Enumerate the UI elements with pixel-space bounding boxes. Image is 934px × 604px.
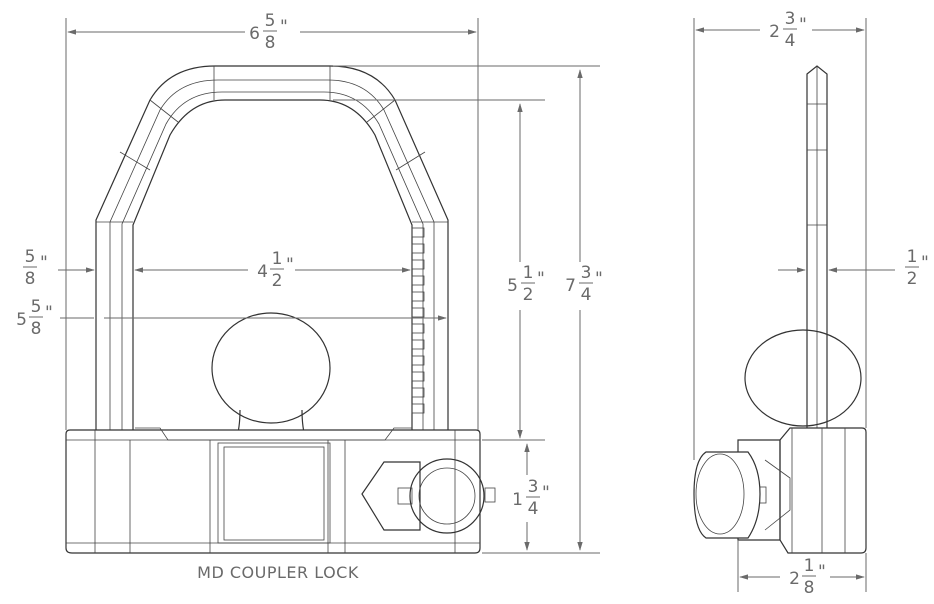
svg-text:4: 4 (581, 285, 592, 305)
dim-overall-height: 7 3 4 " (565, 263, 603, 305)
dim-outer-span: 5 5 8 " (16, 297, 53, 339)
front-view (65, 65, 496, 554)
svg-text:8: 8 (804, 578, 815, 598)
svg-text:3: 3 (528, 477, 539, 497)
svg-text:8: 8 (31, 319, 42, 339)
svg-text:1: 1 (523, 263, 534, 283)
svg-text:": " (799, 15, 807, 35)
svg-text:2: 2 (769, 22, 780, 42)
svg-text:8: 8 (265, 33, 276, 53)
dim-body-height: 1 3 4 " (512, 477, 550, 519)
svg-text:1: 1 (907, 247, 918, 267)
svg-text:": " (595, 269, 603, 289)
svg-text:2: 2 (907, 269, 918, 289)
front-dimensions (58, 18, 600, 554)
dim-side-thick: 1 2 " (905, 247, 929, 289)
svg-text:3: 3 (785, 9, 796, 29)
hitch-ball (211, 312, 331, 441)
svg-text:5: 5 (265, 11, 276, 31)
svg-text:4: 4 (528, 499, 539, 519)
dim-inner-span: 4 1 2 " (257, 249, 294, 291)
dim-overall-width: 6 5 8 " (249, 11, 288, 53)
svg-text:1: 1 (512, 490, 523, 510)
dim-side-width: 2 3 4 " (769, 9, 807, 51)
svg-text:": " (40, 253, 48, 273)
svg-text:8: 8 (25, 269, 36, 289)
svg-text:6: 6 (249, 24, 260, 44)
svg-text:1: 1 (804, 556, 815, 576)
svg-text:": " (542, 483, 550, 503)
svg-text:5: 5 (31, 297, 42, 317)
side-dimensions (693, 18, 895, 592)
svg-text:": " (45, 303, 53, 323)
svg-text:": " (286, 255, 294, 275)
svg-text:5: 5 (25, 247, 36, 267)
svg-text:5: 5 (507, 276, 518, 296)
svg-text:": " (921, 253, 929, 273)
svg-text:": " (818, 562, 826, 582)
svg-text:3: 3 (581, 263, 592, 283)
shackle-teeth (411, 227, 425, 414)
svg-text:7: 7 (565, 276, 576, 296)
svg-text:4: 4 (785, 31, 796, 51)
dim-shackle-thick: 5 8 " (23, 247, 48, 289)
svg-text:2: 2 (272, 271, 283, 291)
lock-body (65, 427, 496, 554)
svg-text:2: 2 (789, 569, 800, 589)
svg-text:1: 1 (272, 249, 283, 269)
svg-text:5: 5 (16, 310, 27, 330)
svg-text:4: 4 (257, 262, 268, 282)
svg-text:": " (280, 17, 288, 37)
svg-text:": " (537, 269, 545, 289)
dim-shackle-height: 5 1 2 " (507, 263, 545, 305)
side-view (693, 65, 867, 554)
svg-text:2: 2 (523, 285, 534, 305)
dim-side-base: 2 1 8 " (789, 556, 826, 598)
drawing-caption: MD COUPLER LOCK (197, 563, 359, 582)
